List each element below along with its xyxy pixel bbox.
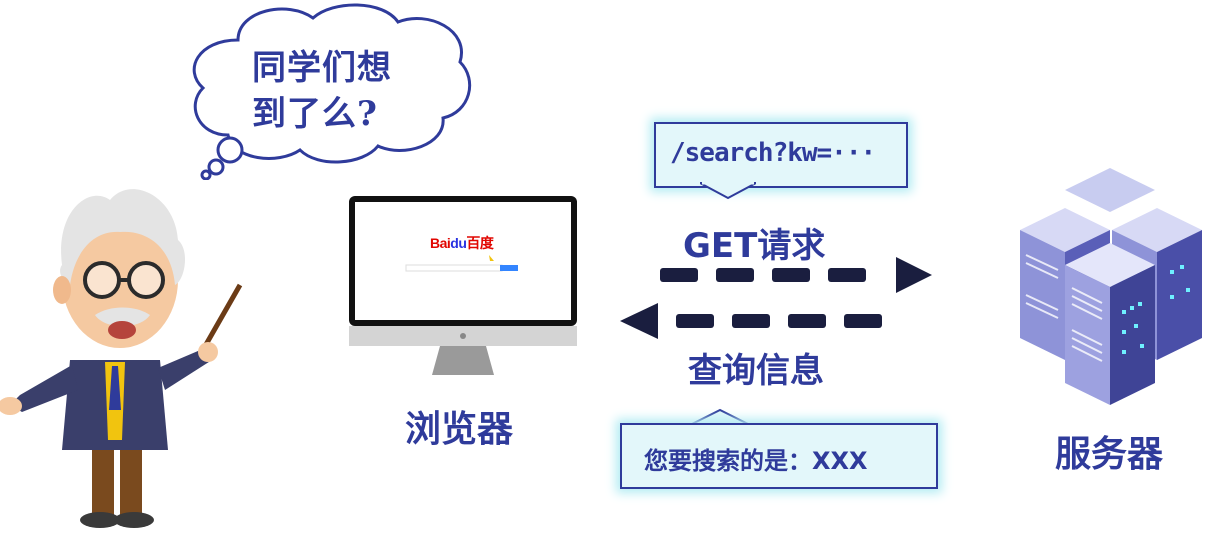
teacher-illustration (0, 170, 250, 533)
response-message: 您要搜索的是：XXX (644, 447, 868, 475)
response-arrow (620, 303, 882, 339)
server-illustration (1010, 160, 1212, 415)
baidu-logo: Baidu百度 (430, 233, 494, 253)
thought-cloud: 同学们想 到了么? (178, 0, 478, 181)
thought-line-1: 同学们想 (252, 48, 392, 88)
server-label: 服务器 (1055, 434, 1164, 475)
baidu-logo-cn: 百度 (466, 235, 494, 251)
response-message-callout: 您要搜索的是：XXX (620, 423, 938, 489)
server-racks (1020, 168, 1202, 405)
teacher-figure (0, 189, 243, 528)
request-response-arrows (612, 255, 942, 345)
arrows-graphic (620, 257, 932, 339)
baidu-logo-bai: Bai (430, 235, 451, 251)
get-request-label: GET请求 (683, 226, 826, 266)
query-info-label: 查询信息 (688, 351, 824, 391)
request-url-callout: /search?kw=··· (654, 122, 908, 188)
browser-label: 浏览器 (405, 409, 514, 450)
cloud-shape (192, 3, 472, 181)
request-url: /search?kw=··· (670, 138, 876, 168)
url-callout-pointer (700, 182, 756, 200)
browser-monitor: Baidu百度 (348, 195, 580, 377)
thought-line-2: 到了么? (252, 94, 378, 134)
monitor-frame (349, 196, 577, 375)
request-arrow (660, 257, 932, 293)
baidu-logo-du: du (450, 235, 467, 251)
